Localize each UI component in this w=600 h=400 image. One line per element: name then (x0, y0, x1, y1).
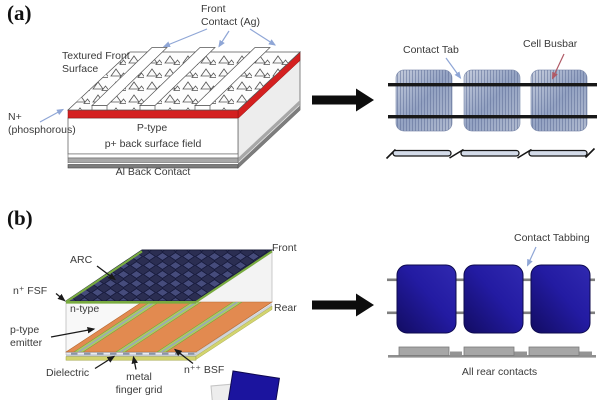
textured-cell-3d (66, 47, 302, 169)
rear-contacts-cross-section (388, 346, 596, 358)
front-thumbnail (225, 370, 280, 400)
rear-label: Rear (274, 302, 297, 314)
label-line: emitter (10, 336, 43, 349)
label-line: Front (201, 3, 226, 15)
al-back-contact-layer (67, 157, 239, 164)
solar-cell-front (530, 69, 588, 132)
contact-tabbing-arrow-icon (526, 246, 537, 267)
fsf-arrow-icon (55, 292, 66, 302)
solar-cell-rear (396, 264, 457, 334)
dielectric-arrow-icon (94, 355, 116, 370)
arrow-right-icon (312, 88, 374, 112)
n-fsf-label: n⁺ FSF (13, 285, 48, 297)
dielectric-label: Dielectric (46, 367, 90, 379)
rear-stack-strata (65, 303, 273, 361)
al-back-contact-label: Al Back Contact (115, 166, 191, 178)
n-plus-label: N+ (phosphorous) (8, 111, 76, 136)
p-type-label: P-type (136, 122, 168, 134)
arc-arrow-icon (96, 265, 117, 281)
n-type-label: n-type (70, 303, 100, 315)
p-emitter-label: p-type emitter (10, 324, 42, 349)
blue-pointer-arrows (39, 28, 537, 267)
label-line: N+ (8, 111, 22, 123)
contact-tabbing-label: Contact Tabbing (514, 232, 590, 244)
all-rear-contacts-label: All rear contacts (461, 366, 538, 378)
al-back-contact-bottom (67, 164, 239, 169)
arc-label: ARC (70, 254, 93, 266)
busbar-line (388, 115, 597, 119)
n-plus-arrow-icon (39, 108, 65, 123)
busbar-line (388, 83, 597, 87)
tabbed-cells-front (388, 69, 597, 132)
emitter-arrow-icon (50, 326, 96, 338)
solar-cell-front (463, 69, 521, 132)
cell-busbar-arrow-icon (551, 53, 565, 80)
cell-thumbnails-inset (210, 370, 280, 400)
front-label: Front (272, 242, 297, 254)
front-contact-label: Front Contact (Ag) (201, 3, 260, 28)
front-contact-fingers (91, 47, 271, 111)
dielectric-layer (65, 356, 197, 361)
contact-tab-arrow-icon (445, 57, 462, 79)
label-line: p-type (10, 324, 40, 336)
emitter-layer-front (67, 109, 239, 119)
back-contact-side-dark (238, 105, 300, 168)
label-line: metal (126, 371, 152, 383)
n-bsf-label: n⁺⁺ BSF (184, 364, 225, 376)
bsf-label: p+ back surface field (104, 138, 202, 150)
fsf-green-edges (65, 250, 273, 304)
label-line: Contact (Ag) (201, 15, 260, 28)
front-contact-arrow-icon (249, 28, 277, 46)
arrow-right-icon (312, 293, 374, 317)
cell-interconnect-cross-section (385, 147, 596, 160)
solar-cell-rear (463, 264, 524, 334)
label-line: (phosphorous) (8, 123, 76, 136)
metal-grid-arrow-icon (131, 355, 138, 370)
black-pointer-arrows (50, 265, 194, 370)
bsf-arrow-icon (173, 348, 194, 365)
solar-cell-front (395, 69, 453, 132)
panel-b-tag: (b) (7, 206, 33, 230)
metal-grid-label: metal finger grid (110, 371, 168, 396)
tabbed-cells-rear (387, 264, 596, 358)
back-contact-cell-3d (64, 249, 280, 400)
back-contact-side (238, 100, 300, 163)
contact-tab-label: Contact Tab (403, 44, 459, 56)
textured-surface-label: Textured Front Surface (62, 50, 130, 75)
thin-layer (68, 163, 238, 165)
solar-cell-rear (530, 264, 591, 334)
label-line: Surface (62, 62, 99, 75)
front-contact-arrow-icon (162, 28, 208, 48)
front-contact-arrow-icon (218, 30, 230, 48)
panel-a-tag: (a) (7, 1, 32, 25)
label-line: Textured Front (62, 50, 130, 62)
label-line: finger grid (115, 383, 163, 396)
cell-busbar-label: Cell Busbar (523, 38, 578, 50)
bsf-layer (67, 153, 239, 159)
